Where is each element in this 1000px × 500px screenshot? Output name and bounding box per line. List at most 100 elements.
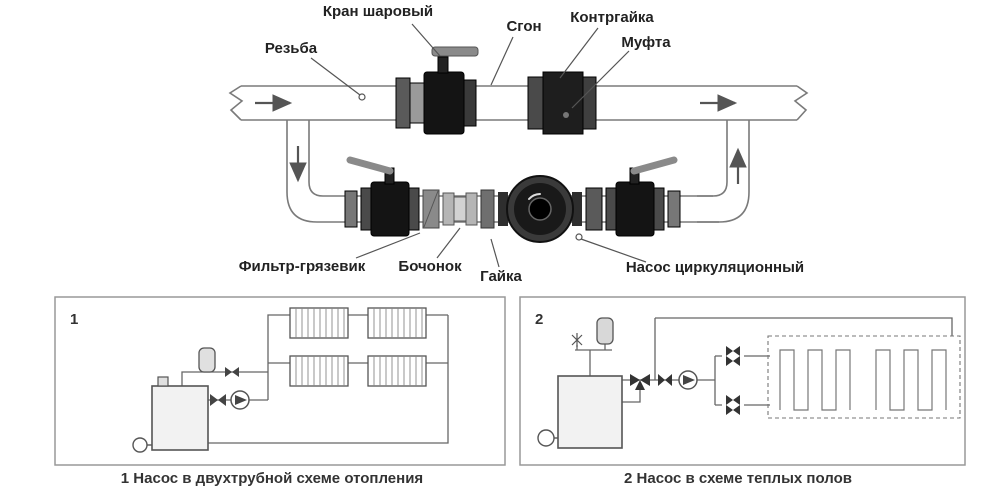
valve-2a [658, 374, 672, 386]
main-pipe [228, 85, 809, 121]
coupling-assembly [527, 71, 597, 135]
locknut [527, 76, 544, 130]
scheme-2: 2 [519, 296, 966, 466]
valve-left-nut [360, 187, 372, 231]
valve-lever [346, 156, 394, 175]
pump-1 [230, 390, 250, 410]
union-nut-2 [667, 190, 681, 228]
pump-rotor-cap [528, 197, 552, 221]
pump-highlight [528, 193, 541, 200]
pump-2 [678, 370, 698, 390]
label-ball-valve: Кран шаровый [323, 3, 433, 20]
bowtie-valve [658, 374, 672, 386]
leader-ball-valve [411, 23, 441, 57]
floor-loops [767, 335, 961, 419]
scheme-1-caption: 1 Насос в двухтрубной схеме отопления [121, 470, 423, 487]
pump-flange-right [572, 192, 582, 226]
leader-barrel [436, 227, 461, 259]
valve-body [370, 181, 410, 237]
label-barrel: Бочонок [398, 258, 462, 275]
pump-arrow [683, 375, 695, 385]
boiler-body [557, 375, 623, 449]
valve-right-nut [408, 187, 420, 231]
label-locknut: Контргайка [570, 9, 654, 26]
label-nut: Гайка [480, 268, 522, 285]
leader-thread-dot [358, 93, 366, 101]
union-nut [344, 190, 358, 228]
leader-coupling [571, 50, 630, 109]
scheme-2-caption: 2 Насос в схеме теплых полов [624, 470, 852, 487]
radiator [367, 307, 427, 339]
radiator [289, 355, 349, 387]
circulation-pump [498, 175, 582, 243]
expansion-tank-2 [596, 317, 614, 345]
bypass-right-elbow-outer [697, 120, 750, 223]
label-coupling: Муфта [621, 34, 671, 51]
scheme-2-number: 2 [535, 311, 543, 328]
strainer-fitting [422, 189, 440, 229]
manifold-valve-bottom [726, 395, 740, 415]
valve-1a [225, 367, 239, 377]
label-pump: Насос циркуляционный [626, 259, 804, 276]
valve-1b [210, 394, 226, 406]
scheme-1-frame [54, 296, 506, 466]
radiator [289, 307, 349, 339]
bypass-right-elbow-inner [697, 120, 728, 197]
barrel-middle [453, 196, 467, 222]
leader-pump [580, 238, 647, 263]
barrel-hex-right [465, 192, 478, 226]
valve-union-nut [395, 77, 411, 129]
boiler-2 [537, 375, 623, 449]
burner [537, 429, 555, 447]
leader-pump-dot [575, 233, 583, 241]
bypass-right-ball-valve [585, 156, 681, 237]
floor-coil-2 [875, 349, 947, 411]
coupling-highlight [563, 112, 569, 118]
bowtie-valve [225, 367, 239, 377]
barrel-nipple-fitting [442, 192, 478, 226]
label-thread: Резьба [265, 40, 318, 57]
valve-lever [630, 156, 678, 175]
leader-lines [310, 23, 647, 268]
union-nut [585, 187, 603, 231]
bypass-left-elbow-outer [286, 120, 345, 223]
nut-body [480, 189, 495, 229]
manifold-valves [726, 346, 740, 415]
flow-arrows [255, 94, 747, 184]
bypass-left-elbow-inner [308, 120, 345, 197]
valve-right-nut [653, 187, 665, 231]
boiler-1 [132, 376, 209, 453]
radiators [289, 307, 427, 387]
valve-lever [431, 46, 479, 57]
safety-valve-2 [571, 333, 583, 347]
pump-arrow [235, 395, 247, 405]
main-pipe-broken-end-right [793, 85, 809, 121]
scheme-1: 1 [54, 296, 506, 466]
valve-nipple [409, 82, 425, 124]
tank-body [596, 317, 614, 345]
scheme-2-piping [575, 317, 953, 406]
leader-thread [310, 57, 361, 96]
radiator-fins [295, 308, 423, 386]
strainer-diagonal [423, 190, 439, 228]
boiler-chimney [157, 376, 169, 387]
bypass-left-ball-valve [344, 156, 420, 237]
main-pipe-broken-end-left [228, 85, 244, 121]
floor-zone-boundary [767, 335, 961, 419]
safety-asterisk [571, 333, 583, 347]
tank-body [198, 347, 216, 373]
three-way-valve [630, 374, 650, 390]
burner [132, 437, 148, 453]
leader-nut [490, 238, 500, 268]
main-ball-valve [395, 46, 479, 135]
floor-coil-1 [779, 349, 851, 411]
expansion-tank-1 [198, 347, 216, 373]
radiator [367, 355, 427, 387]
valve-body [615, 181, 655, 237]
leader-sgon [490, 36, 514, 86]
leader-locknut [559, 27, 599, 79]
nut-fitting [480, 189, 495, 229]
label-strainer: Фильтр-грязевик [239, 258, 366, 275]
boiler-body [151, 385, 209, 451]
